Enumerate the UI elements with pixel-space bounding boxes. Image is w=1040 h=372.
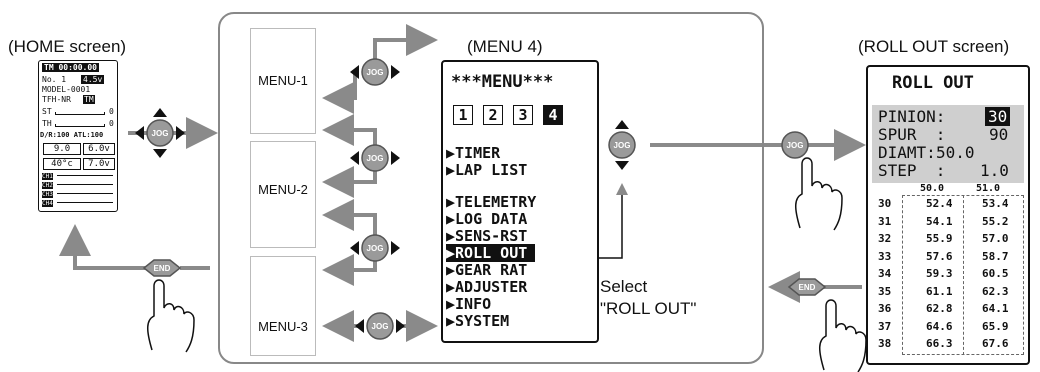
end-button-rollout[interactable]: END	[789, 279, 825, 295]
hand-icon-end-home	[148, 280, 194, 352]
end-label: END	[799, 283, 816, 292]
triangle-icon	[176, 126, 185, 140]
triangle-icon	[391, 241, 400, 255]
triangle-icon	[153, 149, 167, 158]
end-label: END	[154, 264, 171, 273]
triangle-icon	[350, 151, 359, 165]
triangle-icon	[391, 65, 400, 79]
jog-label: JOG	[367, 244, 384, 253]
jog-label: JOG	[152, 129, 169, 138]
jog-button-menu3[interactable]: JOG	[350, 235, 400, 261]
jog-button-home[interactable]: JOG	[135, 108, 185, 158]
jog-button-rollout[interactable]: JOG	[782, 132, 808, 158]
jog-button-menu4[interactable]: JOG	[609, 120, 635, 170]
jog-button-menu2[interactable]: JOG	[350, 145, 400, 171]
jog-label: JOG	[372, 322, 389, 331]
triangle-icon	[350, 241, 359, 255]
jog-button-menu1[interactable]: JOG	[350, 59, 400, 85]
jog-label: JOG	[367, 68, 384, 77]
jog-label: JOG	[367, 154, 384, 163]
hand-icon-end-rollout	[820, 300, 866, 372]
hand-icon-jog-rollout	[796, 158, 842, 230]
triangle-icon	[391, 151, 400, 165]
triangle-icon	[153, 108, 167, 117]
triangle-icon	[615, 120, 629, 129]
triangle-icon	[355, 319, 364, 333]
triangle-icon	[615, 161, 629, 170]
jog-label: JOG	[787, 141, 804, 150]
triangle-icon	[350, 65, 359, 79]
end-button-home[interactable]: END	[144, 260, 180, 276]
jog-button-menu3b[interactable]: JOG	[355, 313, 405, 339]
triangle-icon	[396, 319, 405, 333]
triangle-icon	[135, 126, 144, 140]
jog-label: JOG	[614, 141, 631, 150]
